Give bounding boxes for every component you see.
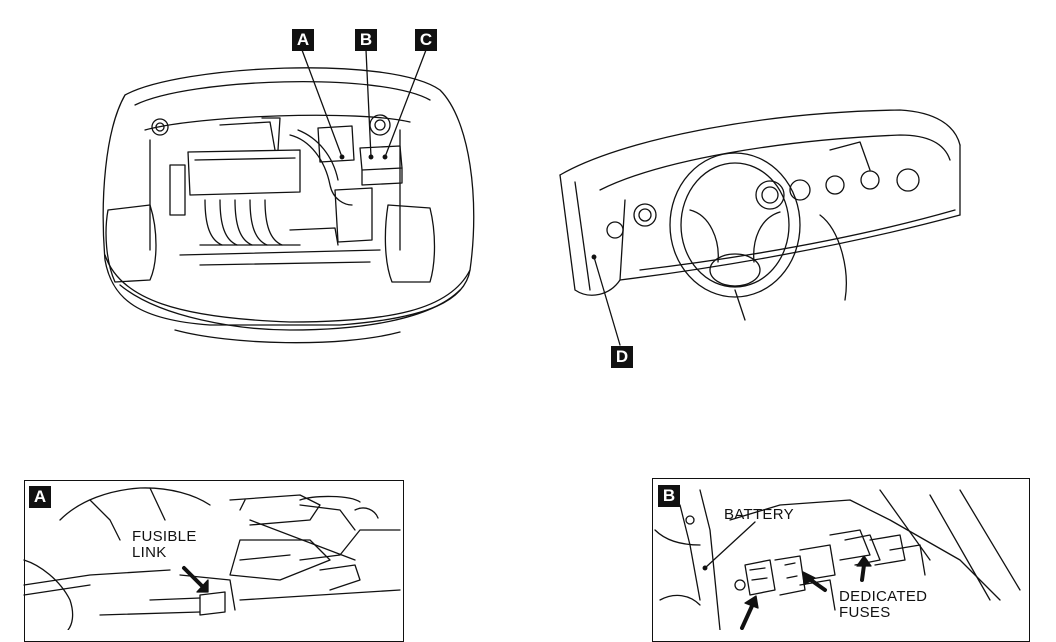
dedicated-fuses-label-line2: FUSES xyxy=(839,604,891,621)
dedicated-fuses-label-line1: DEDICATED xyxy=(839,588,928,605)
dedicated-fuses-label: DEDICATED FUSES xyxy=(839,589,927,621)
detail-panel-b: B BATTERY DEDICATED FUSES xyxy=(652,478,1030,642)
detail-b-tag: B xyxy=(658,485,680,507)
detail-a-illustration xyxy=(23,487,401,630)
fusible-link-label-line2: LINK xyxy=(132,544,167,561)
instrument-panel-illustration xyxy=(559,109,961,346)
battery-label: BATTERY xyxy=(724,506,794,523)
detail-a-tag: A xyxy=(29,486,51,508)
detail-b-illustration xyxy=(654,489,1021,630)
engine-compartment-illustration xyxy=(102,49,475,344)
detail-panel-a: A FUSIBLE LINK xyxy=(24,480,404,642)
callout-b: B xyxy=(355,29,377,51)
callout-a: A xyxy=(292,29,314,51)
fusible-link-label-line1: FUSIBLE xyxy=(132,528,197,545)
fusible-link-label: FUSIBLE LINK xyxy=(132,529,197,561)
callout-c: C xyxy=(415,29,437,51)
callout-d: D xyxy=(611,346,633,368)
